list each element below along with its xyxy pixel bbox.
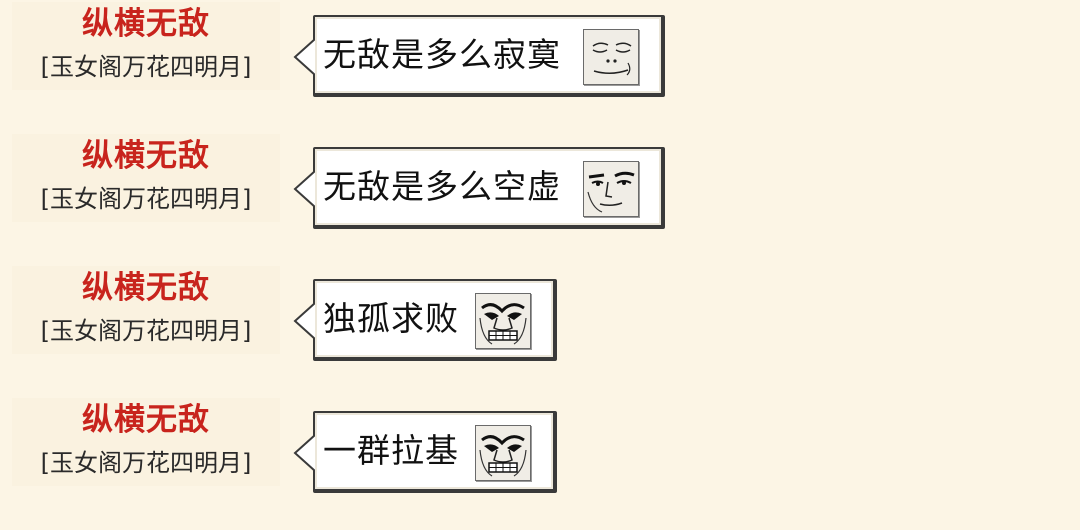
sender-guild: [玉女阁万花四明月] <box>40 449 252 477</box>
message-bubble[interactable]: 无敌是多么空虚 <box>293 147 665 229</box>
sender-name: 纵横无敌 <box>82 402 210 438</box>
bubble-tail-icon <box>293 39 315 75</box>
sender-info[interactable]: 纵横无敌 [玉女阁万花四明月] <box>12 266 280 354</box>
sender-info[interactable]: 纵横无敌 [玉女阁万花四明月] <box>12 134 280 222</box>
sender-name: 纵横无敌 <box>82 270 210 306</box>
chat-message: 纵横无敌 [玉女阁万花四明月] 无敌是多么寂寞 <box>0 0 1080 100</box>
bubble-tail-icon <box>293 435 315 471</box>
message-text: 无敌是多么空虚 <box>323 167 561 206</box>
message-bubble[interactable]: 一群拉基 <box>293 411 557 493</box>
sender-guild: [玉女阁万花四明月] <box>40 53 252 81</box>
sender-info[interactable]: 纵横无敌 [玉女阁万花四明月] <box>12 398 280 486</box>
smug-face-icon <box>583 161 639 217</box>
message-text: 无敌是多么寂寞 <box>323 35 561 74</box>
sender-name: 纵横无敌 <box>82 138 210 174</box>
sender-name: 纵横无敌 <box>82 6 210 42</box>
sender-guild: [玉女阁万花四明月] <box>40 185 252 213</box>
sender-guild: [玉女阁万花四明月] <box>40 317 252 345</box>
chat-message: 纵横无敌 [玉女阁万花四明月] 独孤求败 <box>0 264 1080 364</box>
chat-message: 纵横无敌 [玉女阁万花四明月] 一群拉基 <box>0 396 1080 496</box>
angry-face-icon <box>475 425 531 481</box>
message-bubble[interactable]: 无敌是多么寂寞 <box>293 15 665 97</box>
lonely-face-icon <box>583 29 639 85</box>
chat-message: 纵横无敌 [玉女阁万花四明月] 无敌是多么空虚 <box>0 132 1080 232</box>
angry-face-icon <box>475 293 531 349</box>
message-text: 一群拉基 <box>323 431 459 470</box>
message-text: 独孤求败 <box>323 299 459 338</box>
bubble-tail-icon <box>293 171 315 207</box>
sender-info[interactable]: 纵横无敌 [玉女阁万花四明月] <box>12 2 280 90</box>
bubble-tail-icon <box>293 303 315 339</box>
message-bubble[interactable]: 独孤求败 <box>293 279 557 361</box>
